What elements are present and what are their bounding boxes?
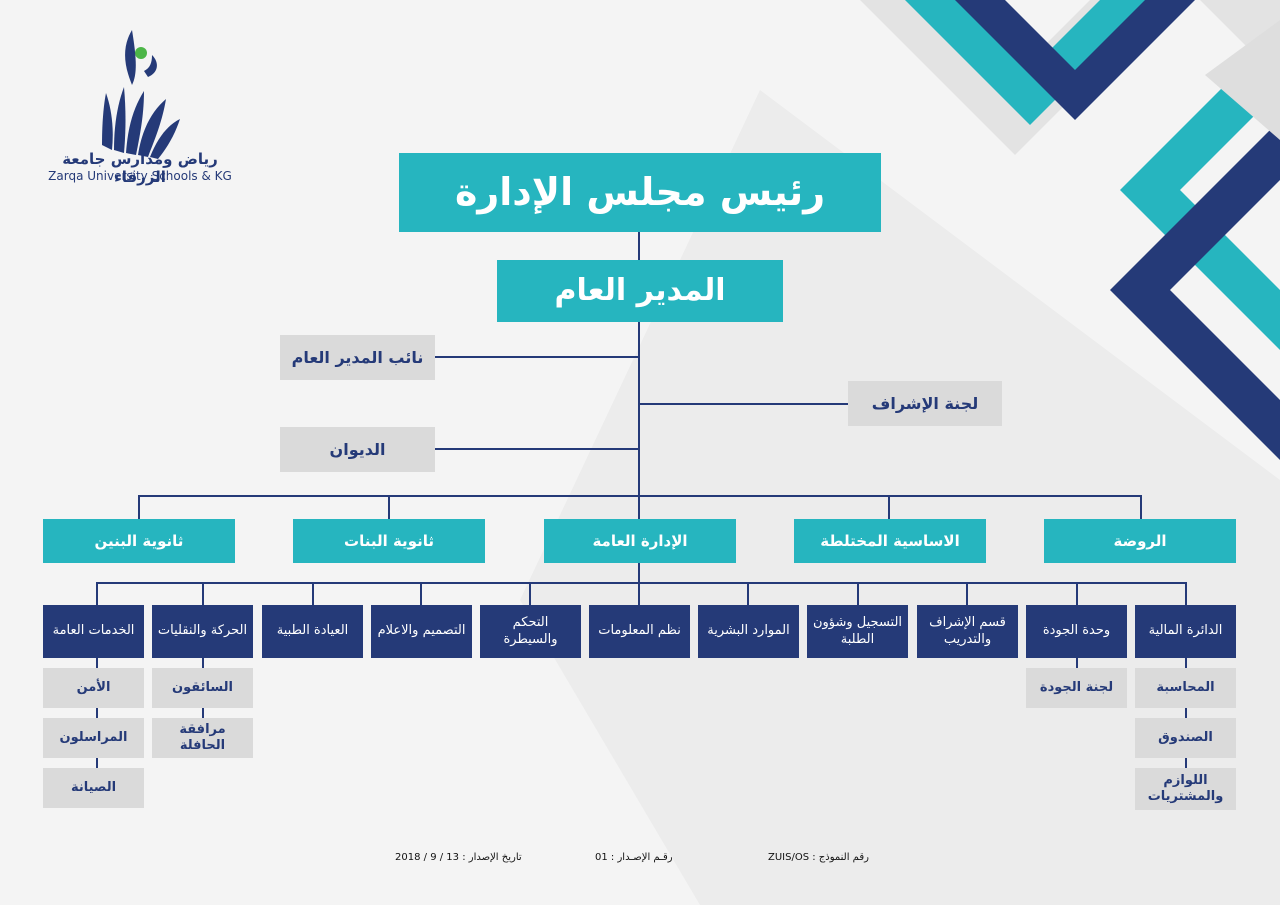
department-box: الموارد البشرية [698,605,799,658]
connector-line [96,582,1186,584]
form-number: رقم النموذج : ZUIS/OS [768,852,869,863]
connector-line [202,708,204,718]
connector-line [96,708,98,718]
branch-box: الاساسية المختلطة [794,519,986,563]
department-box: قسم الإشراف والتدريب [917,605,1018,658]
connector-line [202,658,204,668]
deputy-manager-box: نائب المدير العام [280,335,435,380]
connector-line [138,495,1142,497]
sub-unit-box: اللوازم والمشتريات [1135,768,1236,810]
department-box: العيادة الطبية [262,605,363,658]
connector-line [966,582,968,605]
issue-number: رقـم الإصـدار : 01 [595,852,673,863]
sub-unit-box: الصيانة [43,768,144,808]
sub-unit-box: المحاسبة [1135,668,1236,708]
department-box: وحدة الجودة [1026,605,1127,658]
connector-line [1076,582,1078,605]
connector-line [420,582,422,605]
department-box: التسجيل وشؤون الطلبة [807,605,908,658]
connector-line [888,495,890,519]
branch-box: ثانوية البنين [43,519,235,563]
sub-unit-box: مرافقة الحافلة [152,718,253,758]
connector-line [96,582,98,605]
connector-line [638,322,640,496]
branch-box: الروضة [1044,519,1236,563]
sub-unit-box: المراسلون [43,718,144,758]
connector-line [638,563,640,583]
connector-line [1185,758,1187,768]
department-box: التحكم والسيطرة [480,605,581,658]
connector-line [638,582,640,605]
connector-line [638,495,640,519]
logo-name-arabic: رياض ومدارس جامعة الزرقاء [62,150,218,186]
connector-line [312,582,314,605]
connector-line [857,582,859,605]
logo-name-english: Zarqa University Schools & KG [48,169,232,183]
sub-unit-box: الأمن [43,668,144,708]
connector-line [202,582,204,605]
school-logo [102,30,180,159]
connector-line [1185,708,1187,718]
connector-line [529,582,531,605]
connector-line [638,232,640,260]
general-manager-box: المدير العام [497,260,783,322]
chairman-box: رئيس مجلس الإدارة [399,153,881,232]
connector-line [747,582,749,605]
department-box: الخدمات العامة [43,605,144,658]
branch-box: ثانوية البنات [293,519,485,563]
sub-unit-box: لجنة الجودة [1026,668,1127,708]
connector-line [96,758,98,768]
connector-line [1185,582,1187,605]
connector-line [435,448,639,450]
connector-line [138,495,140,519]
connector-line [638,403,848,405]
connector-line [388,495,390,519]
issue-date: تاريخ الإصدار : 13 / 9 / 2018 [395,852,522,863]
department-box: الحركة والنقليات [152,605,253,658]
diwan-box: الديوان [280,427,435,472]
supervision-committee-box: لجنة الإشراف [848,381,1002,426]
branch-box: الإدارة العامة [544,519,736,563]
department-box: نظم المعلومات [589,605,690,658]
department-box: التصميم والاعلام [371,605,472,658]
connector-line [1076,658,1078,668]
connector-line [435,356,639,358]
department-box: الدائرة المالية [1135,605,1236,658]
connector-line [1140,495,1142,519]
connector-line [96,658,98,668]
sub-unit-box: الصندوق [1135,718,1236,758]
connector-line [1185,658,1187,668]
sub-unit-box: السائقون [152,668,253,708]
